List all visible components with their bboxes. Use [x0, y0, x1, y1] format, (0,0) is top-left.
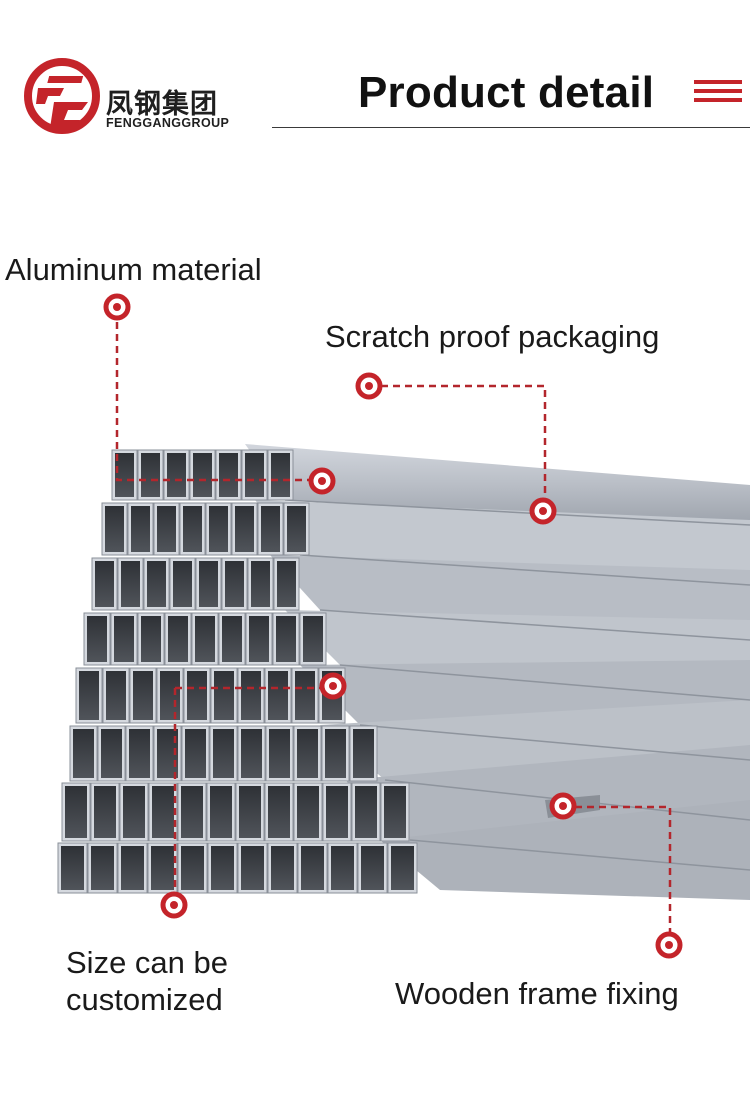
tube-opening	[121, 846, 144, 890]
tube-opening	[210, 786, 232, 838]
tube-opening	[211, 846, 234, 890]
tube-opening	[271, 846, 294, 890]
tube-opening	[147, 561, 166, 607]
tube-opening	[160, 671, 180, 720]
triple-bar-icon	[694, 80, 742, 104]
tube-opening	[268, 786, 290, 838]
tube-opening	[214, 671, 234, 720]
header-divider	[272, 127, 750, 128]
tube-opening	[151, 846, 174, 890]
ring-marker-icon	[103, 293, 131, 321]
tube-opening	[251, 561, 270, 607]
tube-opening	[87, 616, 107, 662]
tube-opening	[325, 729, 346, 778]
fg-logo-mark-icon	[24, 58, 100, 134]
ring-marker-icon	[319, 672, 347, 700]
tube-opening	[268, 671, 288, 720]
tube-opening	[181, 786, 203, 838]
tube-opening	[195, 616, 215, 662]
tube-opening	[129, 729, 150, 778]
tube-opening	[361, 846, 384, 890]
callout-scratch-proof: Scratch proof packaging	[325, 319, 660, 354]
ring-marker-icon	[529, 497, 557, 525]
tube-opening	[115, 453, 134, 497]
leader-lines	[115, 310, 672, 945]
ring-markers	[103, 293, 683, 959]
tube-opening	[222, 616, 242, 662]
tube-opening	[181, 846, 204, 890]
brand-name-en: FENGGANGGROUP	[106, 116, 230, 130]
tube-opening	[225, 561, 244, 607]
tube-opening	[331, 846, 354, 890]
tube-opening	[213, 729, 234, 778]
tube-opening	[193, 453, 212, 497]
tube-opening	[199, 561, 218, 607]
tube-opening	[157, 729, 178, 778]
tube-opening	[249, 616, 269, 662]
tube-opening	[133, 671, 153, 720]
tube-opening	[303, 616, 323, 662]
tube-opening	[301, 846, 324, 890]
tube-opening	[65, 786, 87, 838]
tube-opening	[326, 786, 348, 838]
tube-opening	[91, 846, 114, 890]
tube-opening	[183, 506, 202, 552]
tube-opening	[287, 506, 306, 552]
tube-opening	[297, 786, 319, 838]
tube-opening	[157, 506, 176, 552]
tube-opening	[235, 506, 254, 552]
tube-opening	[391, 846, 414, 890]
tube-opening	[79, 671, 99, 720]
tube-opening	[73, 729, 94, 778]
tube-opening	[121, 561, 140, 607]
tube-opening	[95, 561, 114, 607]
tube-opening	[209, 506, 228, 552]
tube-opening	[101, 729, 122, 778]
tube-opening	[276, 616, 296, 662]
tube-opening	[241, 729, 262, 778]
page-title: Product detail	[358, 68, 655, 117]
tube-opening	[245, 453, 264, 497]
ring-marker-icon	[308, 467, 336, 495]
tube-opening	[187, 671, 207, 720]
tube-opening	[269, 729, 290, 778]
tube-opening	[241, 846, 264, 890]
ring-marker-icon	[549, 792, 577, 820]
tube-opening	[173, 561, 192, 607]
callout-size-customized: Size can be customized	[66, 945, 228, 1017]
tube-opening	[141, 616, 161, 662]
tube-opening	[131, 506, 150, 552]
callout-wooden-frame: Wooden frame fixing	[395, 976, 679, 1011]
tube-opening	[384, 786, 406, 838]
ring-marker-icon	[160, 891, 188, 919]
ring-marker-icon	[355, 372, 383, 400]
tube-opening	[219, 453, 238, 497]
tube-opening	[167, 453, 186, 497]
callout-aluminum-material: Aluminum material	[5, 252, 262, 287]
tube-opening	[261, 506, 280, 552]
tube-opening	[271, 453, 290, 497]
tube-opening	[114, 616, 134, 662]
tube-opening	[94, 786, 116, 838]
tube-opening	[185, 729, 206, 778]
tube-opening	[106, 671, 126, 720]
tube-opening	[239, 786, 261, 838]
tube-opening	[168, 616, 188, 662]
tube-opening	[105, 506, 124, 552]
tube-opening	[141, 453, 160, 497]
tube-opening	[241, 671, 261, 720]
ring-marker-icon	[655, 931, 683, 959]
tube-bundle	[57, 444, 750, 900]
tube-opening	[297, 729, 318, 778]
tube-opening	[123, 786, 145, 838]
brand-name-cn: 凤钢集团	[106, 89, 218, 120]
tube-opening	[277, 561, 296, 607]
tube-opening	[353, 729, 374, 778]
tube-opening	[152, 786, 174, 838]
tube-opening	[355, 786, 377, 838]
company-logo: 凤钢集团 FENGGANGGROUP	[24, 58, 256, 138]
tube-opening	[61, 846, 84, 890]
tube-opening	[295, 671, 315, 720]
